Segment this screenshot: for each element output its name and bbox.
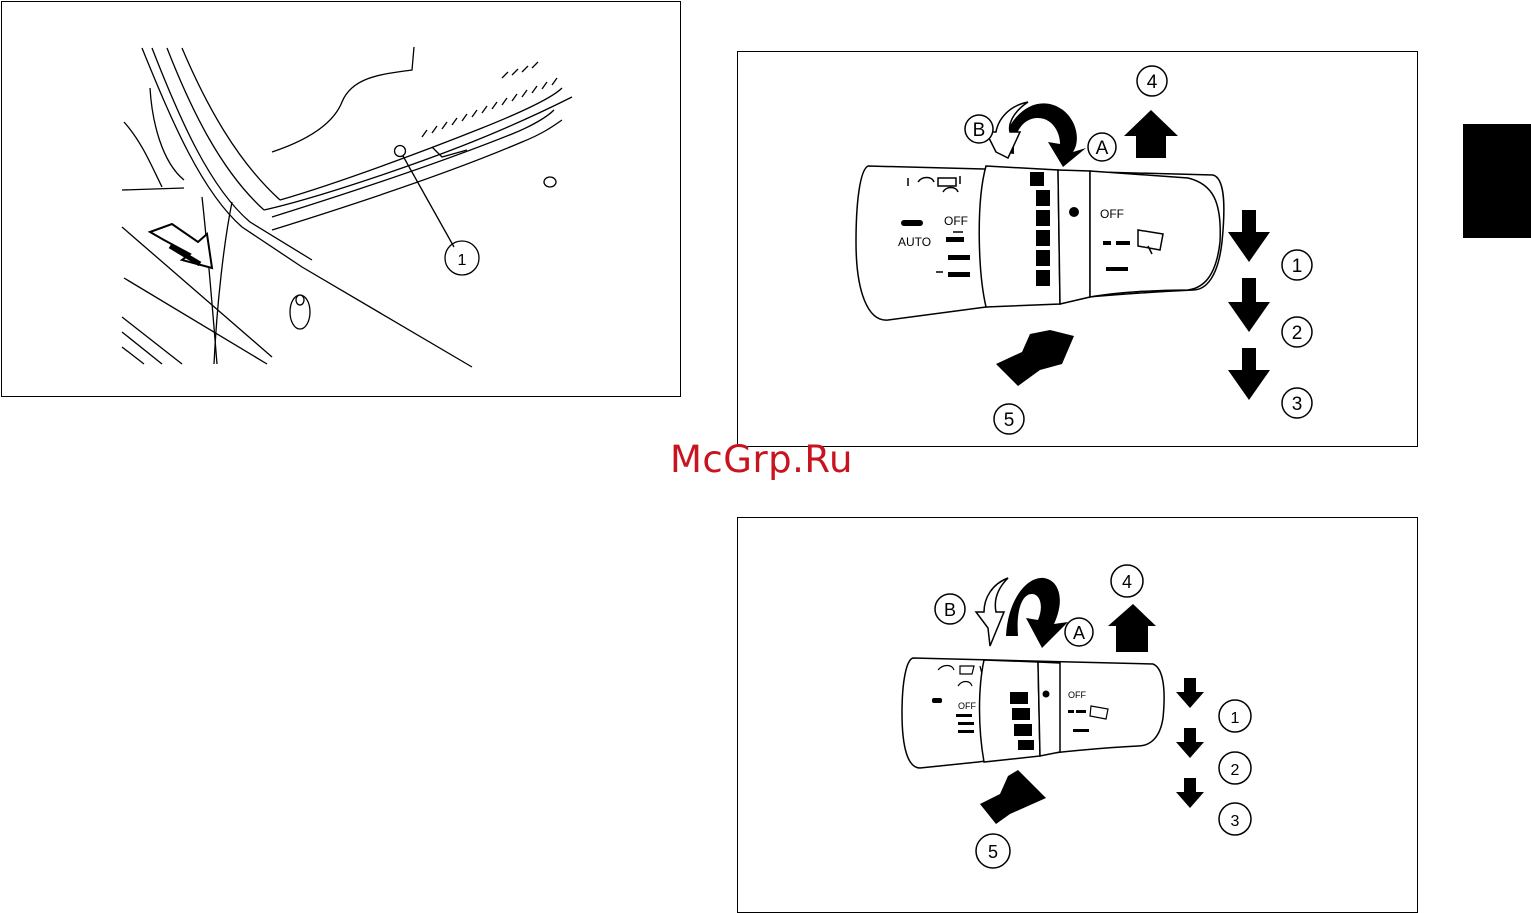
pull-arrow-icon [996,330,1074,386]
label-1: 1 [1231,710,1240,727]
callout-label-1: 1 [458,252,467,269]
label-2: 2 [1231,762,1240,779]
down-arrow-2-icon [1228,278,1270,332]
down-arrow-1-icon [1228,210,1270,262]
wiper-switch-standard-drawing: OFF OFF B A 4 1 2 3 5 [738,518,1416,911]
label-b: B [973,120,986,141]
label-a: A [1096,138,1109,159]
label-1: 1 [1292,256,1303,277]
label-5: 5 [1004,410,1015,431]
section-tab-marker [1463,124,1531,238]
label-a: A [1073,623,1085,643]
watermark: McGrp.Ru [670,438,853,481]
switch-label-off-right: OFF [1100,207,1124,221]
wiper-switch-auto-figure: OFF AUTO OFF B A 4 1 2 3 5 [737,51,1418,447]
switch-label-off-left-b: OFF [958,701,976,711]
rotate-arrow-b-icon [976,578,1008,646]
label-3: 3 [1231,813,1240,830]
switch-label-off-right-b: OFF [1068,690,1086,700]
windshield-drawing: 1 [2,2,679,395]
direction-arrow-icon [150,224,212,268]
windshield-figure: 1 [1,1,681,397]
down-arrow-3-icon [1228,348,1270,400]
pull-arrow-icon [980,770,1046,824]
label-5: 5 [988,842,998,862]
label-4: 4 [1147,72,1158,93]
label-4: 4 [1122,572,1132,592]
wiper-switch-auto-drawing: OFF AUTO OFF B A 4 1 2 3 5 [738,52,1416,445]
switch-label-off-left: OFF [944,214,968,228]
label-3: 3 [1292,394,1303,415]
wiper-switch-standard-figure: OFF OFF B A 4 1 2 3 5 [737,517,1418,913]
down-arrow-3-icon [1176,778,1204,808]
label-b: B [944,600,956,620]
up-arrow-icon [1124,110,1178,158]
down-arrow-2-icon [1176,728,1204,758]
switch-label-auto: AUTO [898,235,931,249]
up-arrow-icon [1108,604,1156,652]
down-arrow-1-icon [1176,678,1204,708]
label-2: 2 [1292,323,1303,344]
rotate-arrow-a-icon [1006,578,1068,648]
